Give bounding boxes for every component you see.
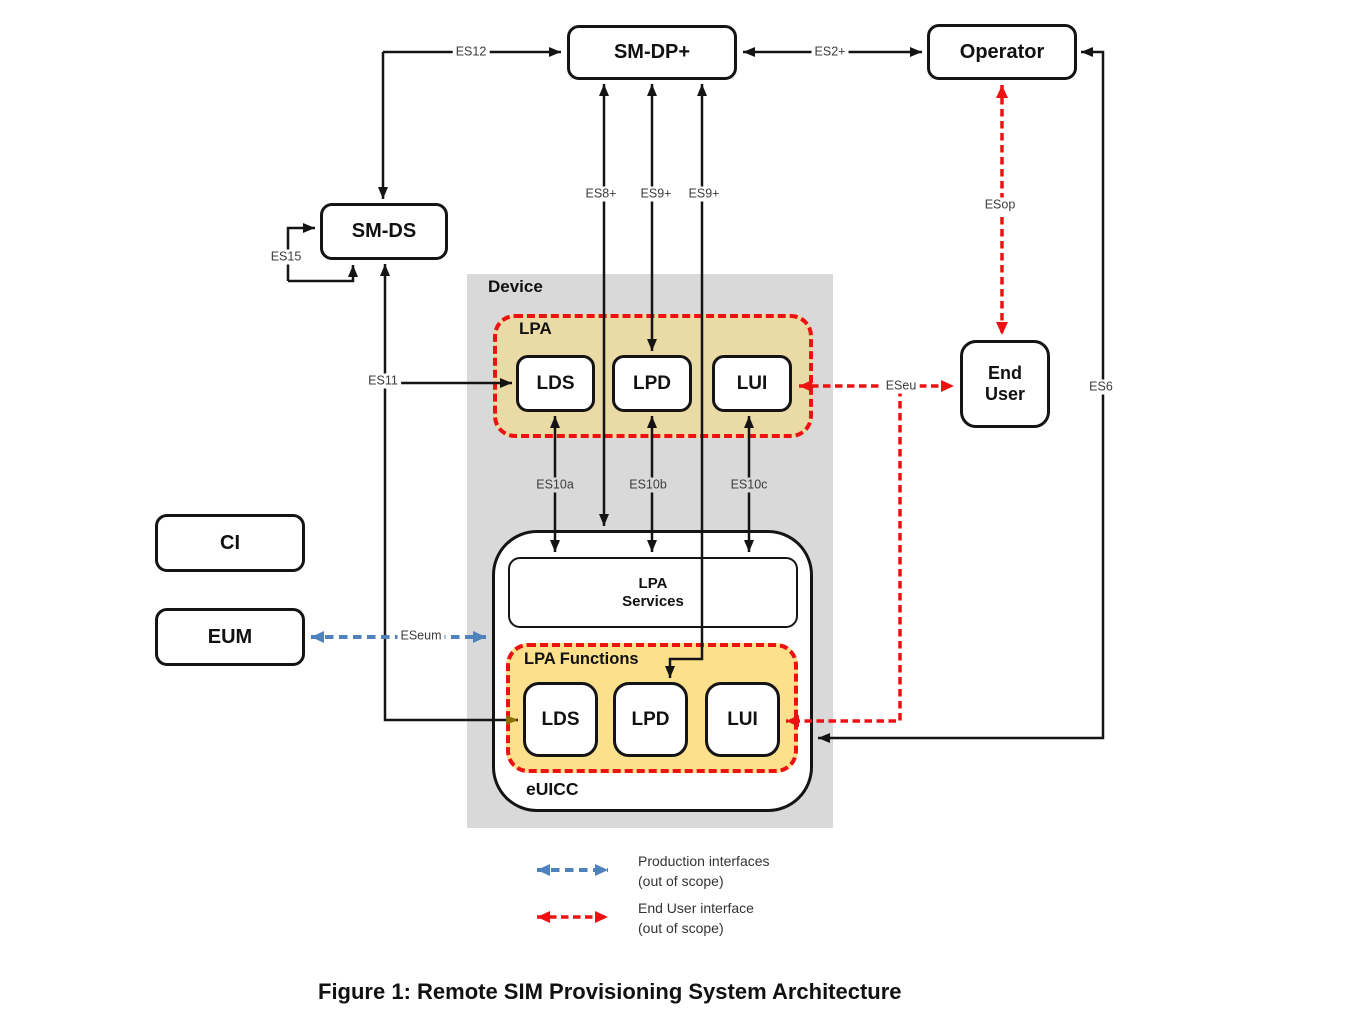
legend-enduser-line1: End User interface (638, 900, 754, 916)
end-user-box: End User (960, 340, 1050, 428)
legend-production-line1: Production interfaces (638, 853, 770, 869)
es10c-label: ES10c (727, 477, 771, 493)
lpa-lui-box: LUI (712, 355, 792, 412)
esop-label: ESop (981, 197, 1019, 213)
eum-label: EUM (207, 625, 253, 648)
euicc-lui-label: LUI (727, 708, 758, 730)
operator-box: Operator (927, 24, 1077, 80)
device-label: Device (488, 277, 543, 296)
es8-label: ES8+ (582, 186, 620, 202)
legend-enduser-line2: (out of scope) (638, 920, 724, 936)
es9-left-label: ES9+ (637, 186, 675, 202)
eseu-label: ESeu (882, 378, 920, 394)
lpa-lui-label: LUI (736, 372, 768, 394)
es15-loop-bottom (288, 265, 358, 283)
es9-right-label: ES9+ (685, 186, 723, 202)
lpa-services-label-line2: Services (622, 592, 684, 610)
euicc-lds-label: LDS (541, 708, 580, 730)
es15-label: ES15 (267, 249, 305, 265)
euicc-lpd-label: LPD (631, 708, 670, 730)
euicc-lpd-box: LPD (613, 682, 688, 757)
sm-dp-label: SM-DP+ (613, 41, 691, 63)
es10b-label: ES10b (626, 477, 670, 493)
sm-ds-box: SM-DS (320, 203, 448, 260)
operator-label: Operator (959, 40, 1045, 63)
es6-label: ES6 (1086, 379, 1116, 395)
legend-production-text: Production interfaces (out of scope) (638, 851, 770, 891)
lpa-lds-label: LDS (536, 372, 575, 394)
es12-label: ES12 (452, 44, 490, 60)
lpa-functions-label: LPA Functions (524, 650, 639, 668)
sm-ds-label: SM-DS (351, 220, 417, 242)
lpa-label: LPA (519, 319, 552, 338)
legend-production-line2: (out of scope) (638, 873, 724, 889)
lpa-lpd-box: LPD (612, 355, 692, 412)
sm-dp-box: SM-DP+ (567, 25, 737, 80)
euicc-label: eUICC (526, 779, 579, 799)
euicc-lui-box: LUI (705, 682, 780, 757)
ci-box: CI (155, 514, 305, 572)
lpa-lds-box: LDS (516, 355, 595, 412)
es11-label: ES11 (365, 373, 401, 389)
eum-box: EUM (155, 608, 305, 666)
end-user-label: End User (984, 363, 1026, 404)
legend-enduser-text: End User interface (out of scope) (638, 898, 754, 938)
es2-label: ES2+ (811, 44, 849, 60)
eseum-label: ESeum (397, 628, 445, 644)
lpa-services-label-line1: LPA (638, 574, 668, 592)
ci-label: CI (220, 531, 240, 554)
figure-caption: Figure 1: Remote SIM Provisioning System… (318, 979, 902, 1004)
lpa-services-box: LPA Services (508, 557, 798, 628)
lpa-lpd-label: LPD (633, 372, 671, 394)
es10a-label: ES10a (533, 477, 577, 493)
euicc-lds-box: LDS (523, 682, 598, 757)
